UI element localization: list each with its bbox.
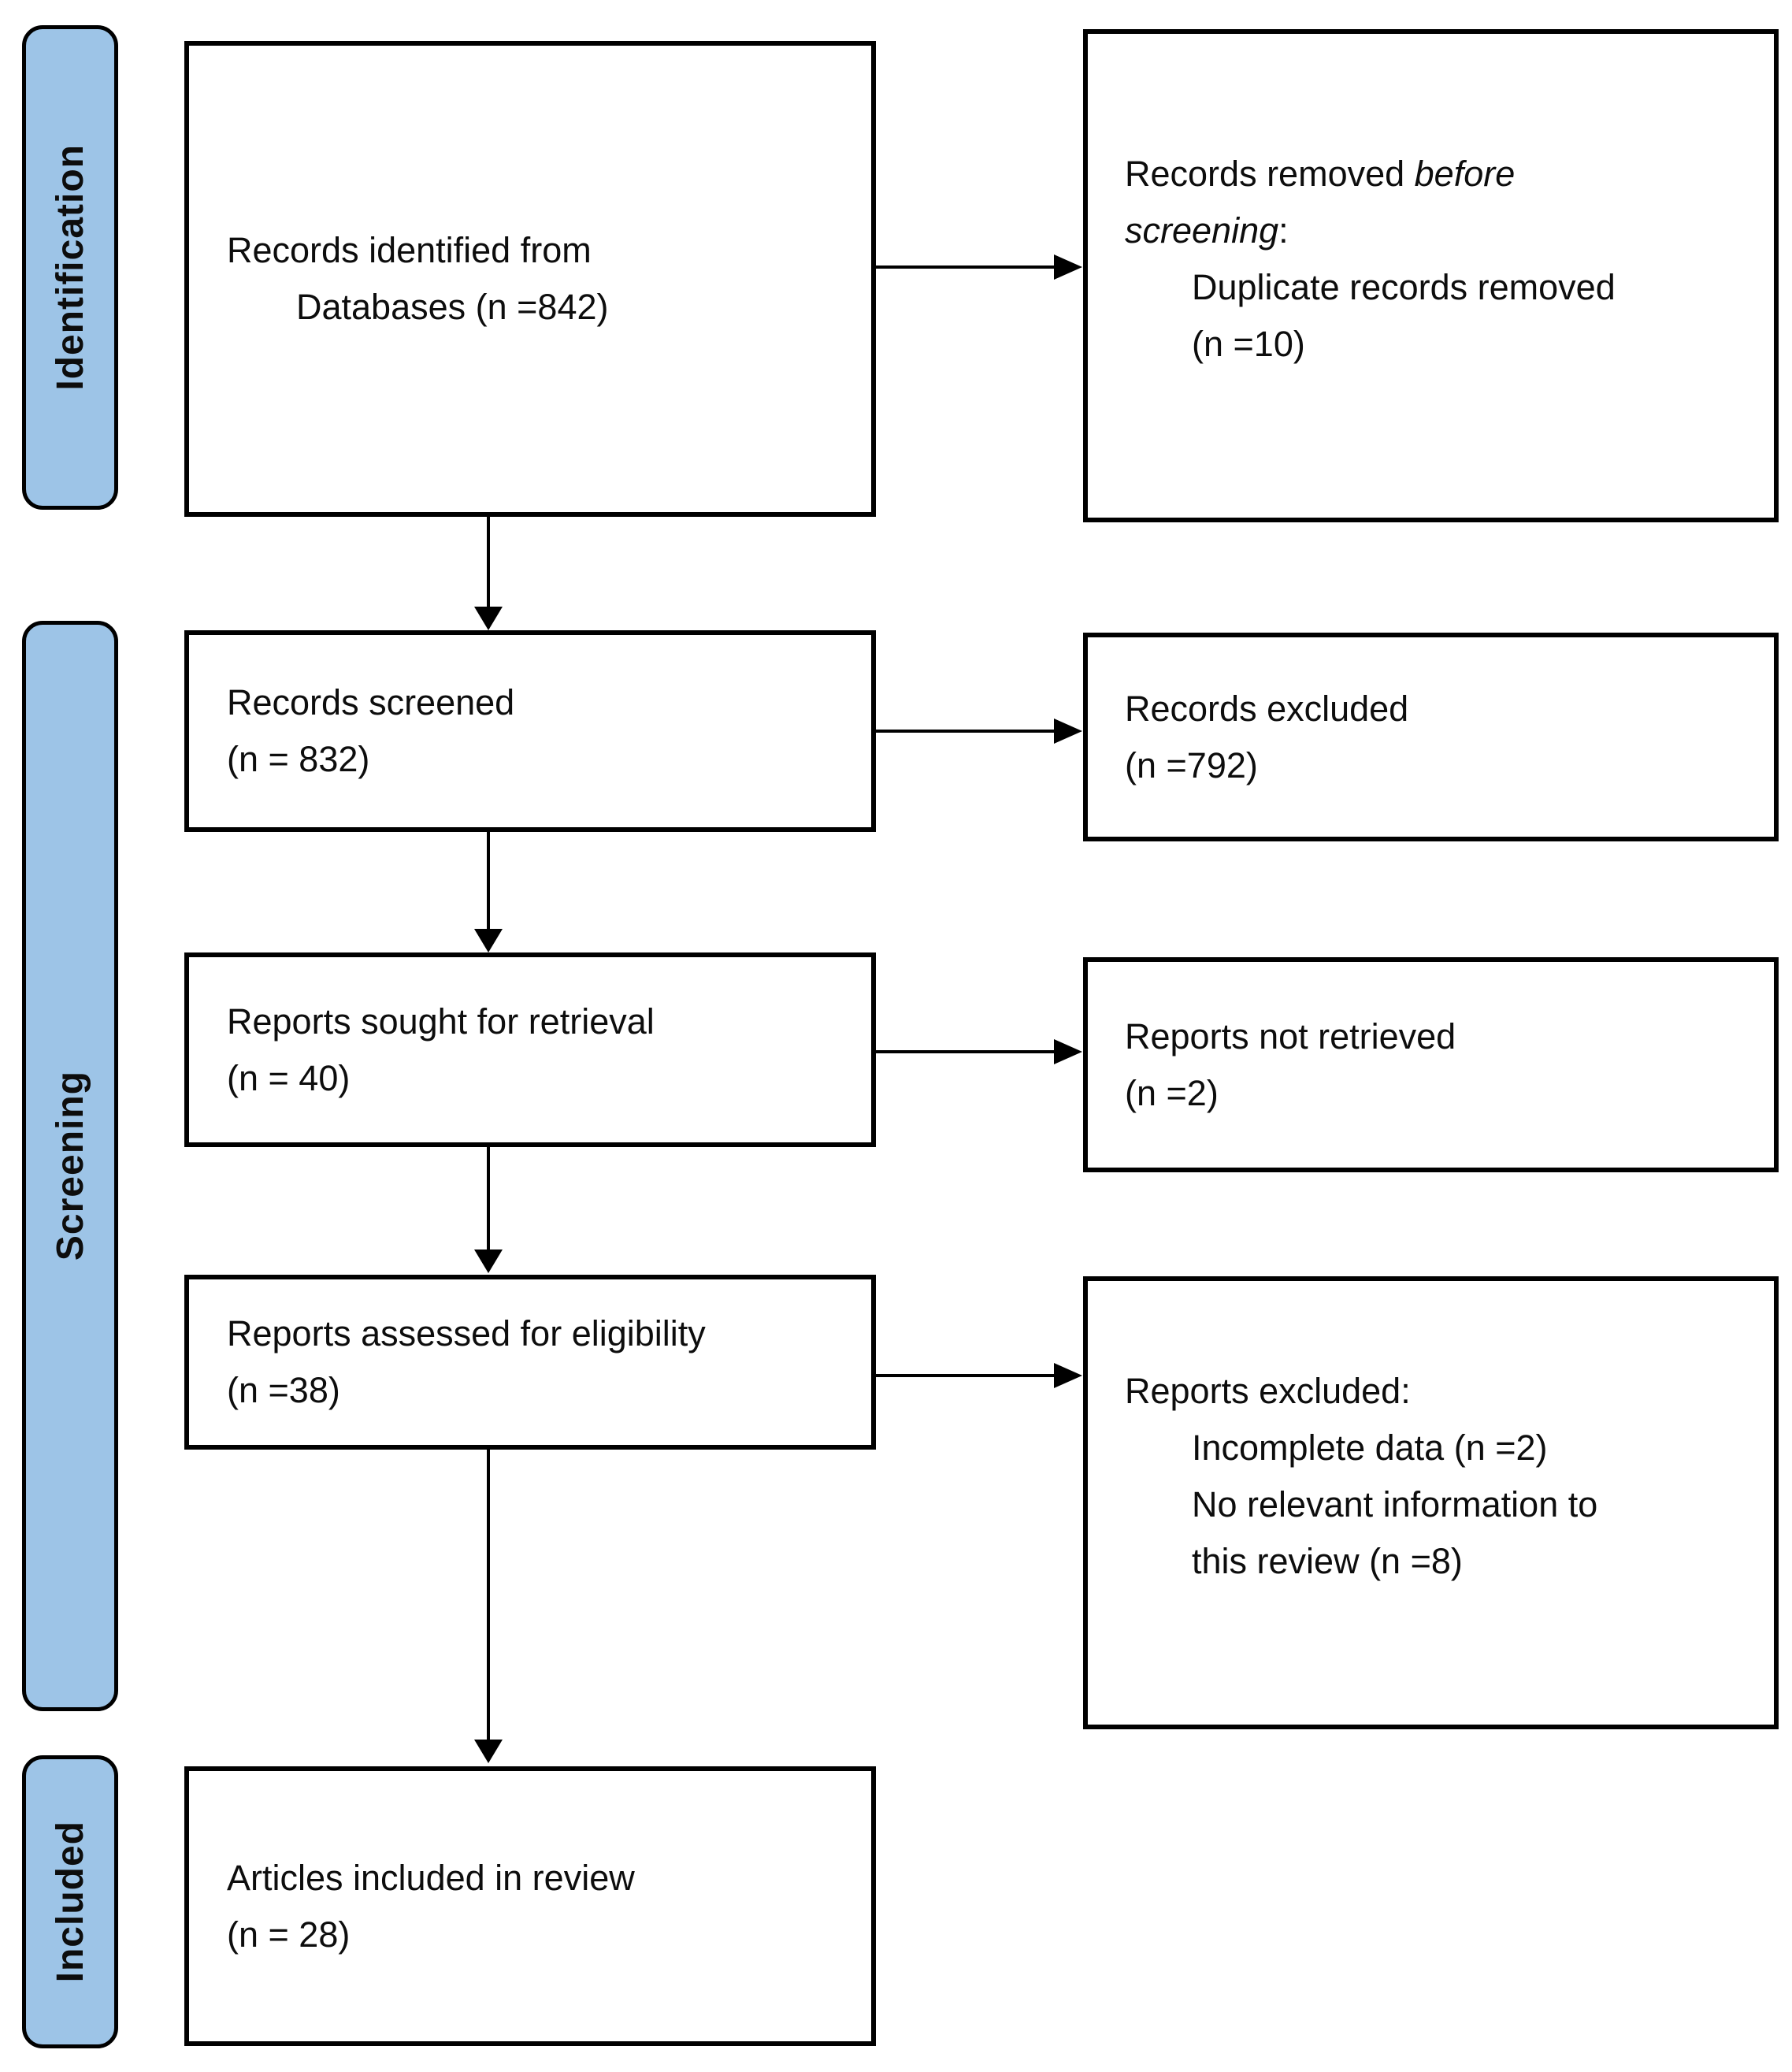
arrow-identified-to-screened-line [487, 517, 490, 608]
box-records-identified: Records identified from Databases (n =84… [184, 41, 876, 517]
box-records-excluded: Records excluded(n =792) [1083, 633, 1779, 841]
stage-included-label: Included [49, 1821, 91, 1983]
arrow-screened-to-sought-head [474, 929, 503, 952]
box-records-identified-line2: Databases (n =842) [296, 287, 609, 327]
records-removed-reason: Duplicate records removed(n =10) [1192, 267, 1616, 364]
box-records-removed: Records removed before screening: Duplic… [1083, 29, 1779, 522]
arrow-sought-to-assessed-line [487, 1147, 490, 1251]
arrow-identified-to-screened-head [474, 607, 503, 630]
stage-identification-label: Identification [49, 144, 91, 391]
box-articles-included: Articles included in review(n = 28) [184, 1766, 876, 2046]
arrow-screened-to-sought-line [487, 832, 490, 930]
arrow-assessed-to-reportsexcluded-line [876, 1374, 1059, 1377]
records-removed-italic-screening: screening [1125, 210, 1279, 251]
arrow-assessed-to-included-head [474, 1740, 503, 1763]
arrow-screened-to-excluded-head [1054, 719, 1082, 744]
records-removed-colon: : [1278, 210, 1289, 251]
box-reports-not-retrieved-text: Reports not retrieved(n =2) [1125, 1016, 1456, 1113]
arrow-assessed-to-included-line [487, 1450, 490, 1741]
arrow-sought-to-assessed-head [474, 1250, 503, 1273]
box-reports-assessed: Reports assessed for eligibility(n =38) [184, 1275, 876, 1450]
stage-screening-label: Screening [49, 1071, 91, 1261]
box-articles-included-text: Articles included in review(n = 28) [227, 1857, 635, 1955]
box-records-screened: Records screened(n = 832) [184, 630, 876, 832]
stage-included: Included [22, 1755, 118, 2048]
box-reports-excluded: Reports excluded: Incomplete data (n =2)… [1083, 1276, 1779, 1729]
arrow-identified-to-removed-head [1054, 254, 1082, 280]
records-removed-italic-before: before [1414, 154, 1516, 194]
box-records-removed-heading: Records removed before screening: [1125, 146, 1755, 259]
box-reports-assessed-text: Reports assessed for eligibility(n =38) [227, 1313, 706, 1410]
stage-screening: Screening [22, 621, 118, 1711]
box-reports-sought-text: Reports sought for retrieval(n = 40) [227, 1001, 655, 1098]
arrow-identified-to-removed-line [876, 265, 1059, 269]
box-records-excluded-text: Records excluded(n =792) [1125, 688, 1409, 785]
records-removed-regular: Records removed [1125, 154, 1415, 194]
arrow-sought-to-notretrieved-head [1054, 1039, 1082, 1064]
arrow-sought-to-notretrieved-line [876, 1050, 1059, 1053]
box-reports-not-retrieved: Reports not retrieved(n =2) [1083, 957, 1779, 1172]
box-reports-sought: Reports sought for retrieval(n = 40) [184, 952, 876, 1147]
box-records-screened-text: Records screened(n = 832) [227, 682, 515, 779]
box-reports-excluded-heading: Reports excluded: [1125, 1371, 1411, 1411]
reports-excluded-reasons: Incomplete data (n =2)No relevant inform… [1192, 1428, 1598, 1581]
arrow-assessed-to-reportsexcluded-head [1054, 1363, 1082, 1388]
stage-identification: Identification [22, 25, 118, 510]
box-records-identified-line1: Records identified from [227, 230, 592, 270]
arrow-screened-to-excluded-line [876, 730, 1059, 733]
